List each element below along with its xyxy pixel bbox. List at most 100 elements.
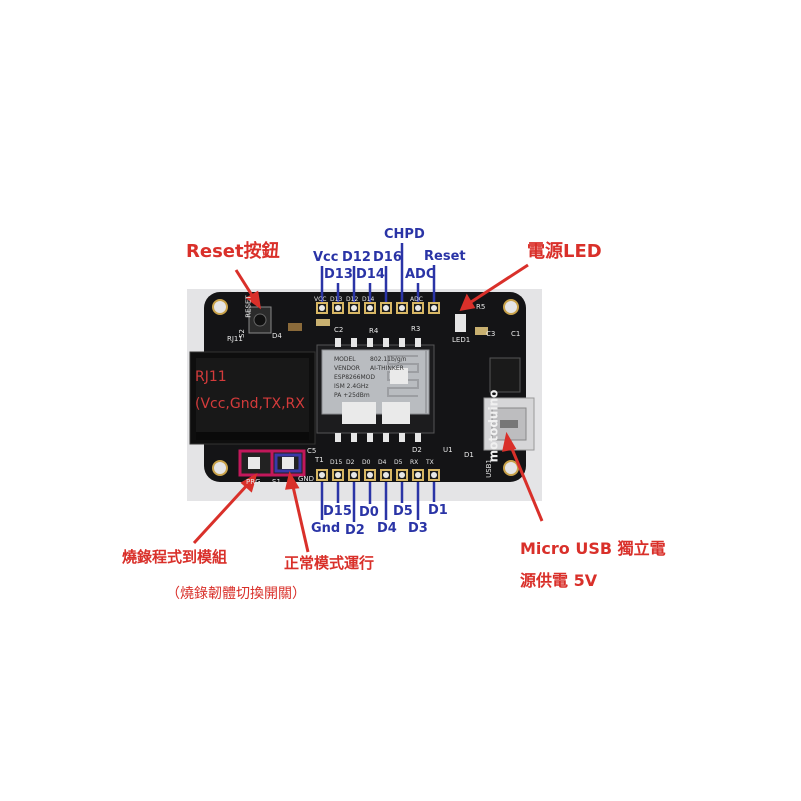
pin-label-gnd: Gnd xyxy=(311,521,341,536)
s1-highlight-box xyxy=(270,449,306,477)
silk-rj11: RJ11 xyxy=(227,335,243,343)
silk-r4: R4 xyxy=(369,327,379,335)
brand-text: motoduino xyxy=(486,389,501,463)
silk-t1: T1 xyxy=(315,456,324,464)
mode-switch xyxy=(238,449,306,477)
module-line-pa: PA +25dBm xyxy=(334,392,370,399)
power-led-part xyxy=(455,314,466,332)
silk-top-pin: D14 xyxy=(362,296,375,303)
annotation-switch-note: （燒錄韌體切換開關） xyxy=(166,586,306,602)
pin-label-d2: D2 xyxy=(345,523,365,538)
top-pin-header xyxy=(316,302,440,314)
bottom-header-hole xyxy=(415,472,421,478)
reset-button-part xyxy=(248,306,272,334)
bottom-header-hole xyxy=(431,472,437,478)
pin-label-vcc: Vcc xyxy=(313,250,339,265)
silk-led1: LED1 xyxy=(452,336,471,344)
silk-d1: D1 xyxy=(464,451,474,459)
pin-label-d5: D5 xyxy=(393,504,413,519)
ai-logo xyxy=(382,402,410,424)
silk-top-pin: D12 xyxy=(346,296,359,303)
module-pad-top xyxy=(335,338,341,347)
silk-c1: C1 xyxy=(511,330,521,338)
pin-label-d14: D14 xyxy=(356,267,385,282)
top-header-hole xyxy=(399,305,405,311)
silk-s1: S1 xyxy=(272,478,281,486)
silk-reset: RESET xyxy=(244,295,253,318)
pin-leader-lines xyxy=(320,243,436,522)
annotation-usb-line2: 源供電 5V xyxy=(520,571,598,590)
module-pad-bottom xyxy=(351,433,357,442)
silk-u1: U1 xyxy=(443,446,453,454)
pin-label-reset: Reset xyxy=(424,249,466,264)
esp8266-module xyxy=(316,344,435,434)
pin-label-d16: D16 xyxy=(373,250,402,265)
smd-part xyxy=(475,327,488,335)
mount-hole-br xyxy=(503,460,519,476)
silk-c3: C3 xyxy=(486,330,496,338)
bottom-header-hole xyxy=(383,472,389,478)
top-header-hole xyxy=(351,305,357,311)
silk-bottom-pin: D4 xyxy=(378,459,387,466)
silk-bottom-pin: D15 xyxy=(330,459,343,466)
module-castellations xyxy=(335,338,421,442)
module-pad-bottom xyxy=(367,433,373,442)
annotation-rj11-title: RJ11 xyxy=(195,369,227,385)
module-pad-top xyxy=(383,338,389,347)
silk-c2: C2 xyxy=(334,326,344,334)
top-header-hole xyxy=(319,305,325,311)
top-header-hole xyxy=(367,305,373,311)
smd-part xyxy=(316,319,330,326)
annotation-arrows xyxy=(192,263,544,553)
top-header-hole xyxy=(335,305,341,311)
module-pad-top xyxy=(399,338,405,347)
silk-d4: D4 xyxy=(272,332,282,340)
bottom-header-hole xyxy=(335,472,341,478)
bottom-header-hole xyxy=(399,472,405,478)
module-line-vendor: VENDOR xyxy=(334,365,360,372)
top-header-hole xyxy=(383,305,389,311)
fcc-logo xyxy=(390,368,408,384)
mount-hole-bl xyxy=(212,460,228,476)
annotation-rj11-pins: (Vcc,Gnd,TX,RX xyxy=(195,396,305,412)
silk-r3: R3 xyxy=(411,325,421,333)
micro-usb-port xyxy=(483,397,535,451)
voltage-regulator xyxy=(489,357,521,393)
annotation-power-led: 電源LED xyxy=(527,241,602,262)
module-pad-top xyxy=(351,338,357,347)
rj11-jack xyxy=(189,351,316,445)
module-line-std: 802.11b/g/n xyxy=(370,356,407,363)
silk-top-pin: VCC xyxy=(314,296,327,303)
pin-label-adc: ADC xyxy=(405,267,436,282)
silk-r5: R5 xyxy=(476,303,486,311)
top-header-hole xyxy=(431,305,437,311)
pin-label-chpd: CHPD xyxy=(384,227,425,242)
module-line-ism: ISM 2.4GHz xyxy=(334,383,369,390)
mount-hole-tr xyxy=(503,299,519,315)
pin-label-d4: D4 xyxy=(377,521,397,536)
silk-top-pin: ADC xyxy=(410,296,423,303)
silk-gnd: GND xyxy=(298,475,315,483)
wifi-logo xyxy=(342,402,376,424)
silk-d2: D2 xyxy=(412,446,422,454)
annotation-usb-line1: Micro USB 獨立電 xyxy=(520,539,666,558)
top-header-hole xyxy=(415,305,421,311)
module-pad-bottom xyxy=(415,433,421,442)
bottom-header-hole xyxy=(367,472,373,478)
silk-bottom-pin: D2 xyxy=(346,459,355,466)
silk-prg: PRG xyxy=(246,478,261,486)
module-line-model: MODEL xyxy=(334,356,356,363)
smd-part xyxy=(288,323,302,331)
module-pad-top xyxy=(415,338,421,347)
annotation-reset-button: Reset按鈕 xyxy=(186,241,280,262)
pin-label-d1: D1 xyxy=(428,503,448,518)
annotation-prog-mode: 燒錄程式到模組 xyxy=(122,548,228,566)
silk-bottom-pin: D5 xyxy=(394,459,403,466)
normal-inner-box xyxy=(274,453,302,473)
silk-bottom-pin: D0 xyxy=(362,459,371,466)
silk-bottom-pin: TX xyxy=(426,459,434,466)
silk-top-pin: D13 xyxy=(330,296,343,303)
module-pad-bottom xyxy=(399,433,405,442)
silk-bottom-pin: RX xyxy=(410,459,419,466)
